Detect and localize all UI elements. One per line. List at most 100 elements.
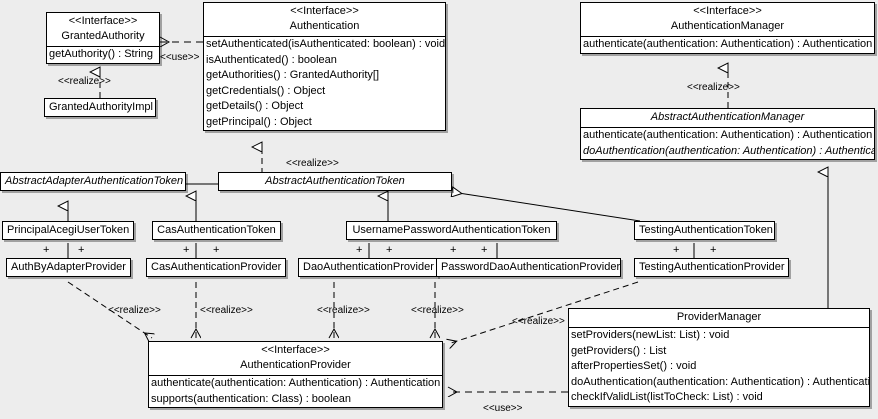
class-name-cas-authentication-provider: CasAuthenticationProvider bbox=[151, 261, 282, 273]
class-dao-authentication-provider[interactable]: DaoAuthenticationProvider bbox=[298, 258, 438, 277]
class-header-username-password-authentication-token: UsernamePasswordAuthenticationToken bbox=[347, 222, 556, 239]
class-name-testing-authentication-provider: TestingAuthenticationProvider bbox=[639, 261, 785, 273]
class-name-abstract-authentication-manager: AbstractAuthenticationManager bbox=[650, 111, 805, 123]
operation: getAuthorities() : GrantedAuthority[] bbox=[206, 69, 380, 81]
operation: authenticate(authentication: Authenticat… bbox=[583, 38, 873, 50]
class-header-abstract-authentication-manager: AbstractAuthenticationManager bbox=[581, 109, 874, 127]
class-name-provider-manager: ProviderManager bbox=[676, 311, 762, 323]
class-name-password-dao-authentication-provider: PasswordDaoAuthenticationProvider bbox=[441, 261, 621, 273]
operation: setAuthenticated(isAuthenticated: boolea… bbox=[206, 38, 445, 50]
stereotype-interface: <<Interface>> bbox=[68, 15, 138, 27]
multiplicity-source-testingauthenticationtoken: + bbox=[673, 244, 680, 256]
operation: authenticate(authentication: Authenticat… bbox=[151, 377, 441, 389]
operation: isAuthenticated() : boolean bbox=[206, 53, 337, 66]
edge-label-realize-testingauthenticationprovider: <<realize>> bbox=[512, 316, 565, 327]
operation: doAuthentication(authentication: Authent… bbox=[583, 144, 874, 157]
stereotype-interface: <<Interface>> bbox=[261, 344, 330, 356]
class-name-authentication-manager: AuthenticationManager bbox=[670, 20, 785, 32]
relation-generalization-testingauthenticationtoken bbox=[452, 192, 641, 222]
class-header-cas-authentication-provider: CasAuthenticationProvider bbox=[147, 259, 285, 276]
edge-label-realize-authbyadapterprovider: <<realize>> bbox=[108, 305, 161, 316]
multiplicity-target-daoauthenticationprovider: + bbox=[386, 244, 393, 256]
operations-abstract-authentication-manager: authenticate(authentication: Authenticat… bbox=[581, 127, 874, 159]
edge-label-realize-daoauthenticationprovider: <<realize>> bbox=[317, 305, 370, 316]
class-name-granted-authority-impl: GrantedAuthorityImpl bbox=[49, 101, 153, 113]
operation: setProviders(newList: List) : void bbox=[571, 329, 730, 341]
operation: checkIfValidList(listToCheck: List) : vo… bbox=[571, 391, 763, 403]
operation: authenticate(authentication: Authenticat… bbox=[583, 129, 873, 141]
multiplicity-source-principalacegiusertoken: + bbox=[43, 244, 50, 256]
class-cas-authentication-provider[interactable]: CasAuthenticationProvider bbox=[146, 258, 286, 277]
class-authentication[interactable]: <<Interface>> Authentication setAuthenti… bbox=[203, 2, 446, 131]
multiplicity-target-casauthenticationprovider: + bbox=[213, 244, 220, 256]
multiplicity-source-usernamepasswordauthenticationtoken-dao: + bbox=[356, 244, 363, 256]
class-header-dao-authentication-provider: DaoAuthenticationProvider bbox=[299, 259, 437, 276]
class-granted-authority[interactable]: <<Interface>> GrantedAuthority getAuthor… bbox=[46, 12, 160, 64]
operation: afterPropertiesSet() : void bbox=[571, 360, 697, 372]
class-header-provider-manager: ProviderManager bbox=[569, 309, 869, 327]
class-name-dao-authentication-provider: DaoAuthenticationProvider bbox=[303, 261, 434, 273]
class-name-granted-authority: GrantedAuthority bbox=[61, 30, 145, 42]
class-password-dao-authentication-provider[interactable]: PasswordDaoAuthenticationProvider bbox=[436, 258, 621, 277]
operation: getPrincipal() : Object bbox=[206, 115, 312, 128]
class-provider-manager[interactable]: ProviderManager setProviders(newList: Li… bbox=[568, 308, 870, 407]
stereotype-interface: <<Interface>> bbox=[693, 5, 762, 17]
class-name-authentication-provider: AuthenticationProvider bbox=[240, 359, 351, 371]
edge-label-realize-abstractauthenticationtoken: <<realize>> bbox=[286, 158, 339, 169]
operation: doAuthentication(authentication: Authent… bbox=[571, 375, 869, 388]
operations-authentication-provider: authenticate(authentication: Authenticat… bbox=[149, 375, 442, 407]
edge-label-realize-passworddaoauthenticationprovider: <<realize>> bbox=[411, 305, 464, 316]
edge-label-use-providermanager: <<use>> bbox=[483, 403, 523, 414]
class-abstract-adapter-authentication-token[interactable]: AbstractAdapterAuthenticationToken bbox=[0, 172, 186, 191]
class-testing-authentication-token[interactable]: TestingAuthenticationToken bbox=[634, 221, 775, 240]
multiplicity-target-authbyadapterprovider: + bbox=[78, 244, 85, 256]
class-name-abstract-authentication-token: AbstractAuthenticationToken bbox=[265, 175, 405, 187]
class-name-abstract-adapter-authentication-token: AbstractAdapterAuthenticationToken bbox=[5, 175, 184, 187]
operation: getCredentials() : Object bbox=[206, 84, 326, 97]
class-testing-authentication-provider[interactable]: TestingAuthenticationProvider bbox=[634, 258, 789, 277]
class-abstract-authentication-token[interactable]: AbstractAuthenticationToken bbox=[218, 172, 452, 191]
operations-authentication: setAuthenticated(isAuthenticated: boolea… bbox=[204, 36, 445, 130]
edge-label-realize-casauthenticationprovider: <<realize>> bbox=[200, 305, 253, 316]
operations-provider-manager: setProviders(newList: List) : void getPr… bbox=[569, 327, 869, 406]
class-name-principal-acegi-user-token: PrincipalAcegiUserToken bbox=[7, 224, 130, 236]
edge-label-realize-grantedauthorityimpl: <<realize>> bbox=[58, 76, 111, 87]
class-principal-acegi-user-token[interactable]: PrincipalAcegiUserToken bbox=[2, 221, 134, 240]
class-cas-authentication-token[interactable]: CasAuthenticationToken bbox=[152, 221, 281, 240]
class-name-cas-authentication-token: CasAuthenticationToken bbox=[157, 224, 276, 236]
class-granted-authority-impl[interactable]: GrantedAuthorityImpl bbox=[44, 98, 156, 117]
edge-label-realize-abstractauthenticationmanager: <<realize>> bbox=[687, 82, 740, 93]
class-abstract-authentication-manager[interactable]: AbstractAuthenticationManager authentica… bbox=[580, 108, 875, 160]
operation: getAuthority() : String bbox=[49, 48, 153, 60]
class-header-granted-authority-impl: GrantedAuthorityImpl bbox=[45, 99, 155, 116]
class-auth-by-adapter-provider[interactable]: AuthByAdapterProvider bbox=[6, 258, 131, 277]
operations-authentication-manager: authenticate(authentication: Authenticat… bbox=[581, 36, 874, 53]
class-header-authentication-manager: <<Interface>> AuthenticationManager bbox=[581, 3, 874, 36]
class-header-authentication: <<Interface>> Authentication bbox=[204, 3, 445, 36]
class-header-authentication-provider: <<Interface>> AuthenticationProvider bbox=[149, 342, 442, 375]
multiplicity-target-testingauthenticationprovider: + bbox=[710, 244, 717, 256]
class-header-password-dao-authentication-provider: PasswordDaoAuthenticationProvider bbox=[437, 259, 620, 276]
class-authentication-manager[interactable]: <<Interface>> AuthenticationManager auth… bbox=[580, 2, 875, 54]
stereotype-interface: <<Interface>> bbox=[290, 5, 359, 17]
class-authentication-provider[interactable]: <<Interface>> AuthenticationProvider aut… bbox=[148, 341, 443, 408]
class-header-cas-authentication-token: CasAuthenticationToken bbox=[153, 222, 280, 239]
class-username-password-authentication-token[interactable]: UsernamePasswordAuthenticationToken bbox=[346, 221, 557, 240]
class-header-granted-authority: <<Interface>> GrantedAuthority bbox=[47, 13, 159, 46]
class-name-username-password-authentication-token: UsernamePasswordAuthenticationToken bbox=[352, 224, 551, 236]
operation: getDetails() : Object bbox=[206, 100, 304, 112]
multiplicity-target-passworddaoauthenticationprovider: + bbox=[481, 244, 488, 256]
class-header-auth-by-adapter-provider: AuthByAdapterProvider bbox=[7, 259, 130, 276]
edge-label-use-authentication-grantedauthority: <<use>> bbox=[160, 52, 200, 63]
class-name-testing-authentication-token: TestingAuthenticationToken bbox=[639, 224, 773, 236]
multiplicity-source-casauthenticationtoken: + bbox=[183, 244, 190, 256]
class-header-abstract-authentication-token: AbstractAuthenticationToken bbox=[219, 173, 451, 190]
multiplicity-source-usernamepasswordauthenticationtoken-pwdao: + bbox=[450, 244, 457, 256]
operations-granted-authority: getAuthority() : String bbox=[47, 46, 159, 63]
class-header-principal-acegi-user-token: PrincipalAcegiUserToken bbox=[3, 222, 133, 239]
class-header-testing-authentication-token: TestingAuthenticationToken bbox=[635, 222, 774, 239]
operation: supports(authentication: Class) : boolea… bbox=[151, 392, 351, 405]
class-header-testing-authentication-provider: TestingAuthenticationProvider bbox=[635, 259, 788, 276]
class-name-authentication: Authentication bbox=[289, 20, 360, 32]
